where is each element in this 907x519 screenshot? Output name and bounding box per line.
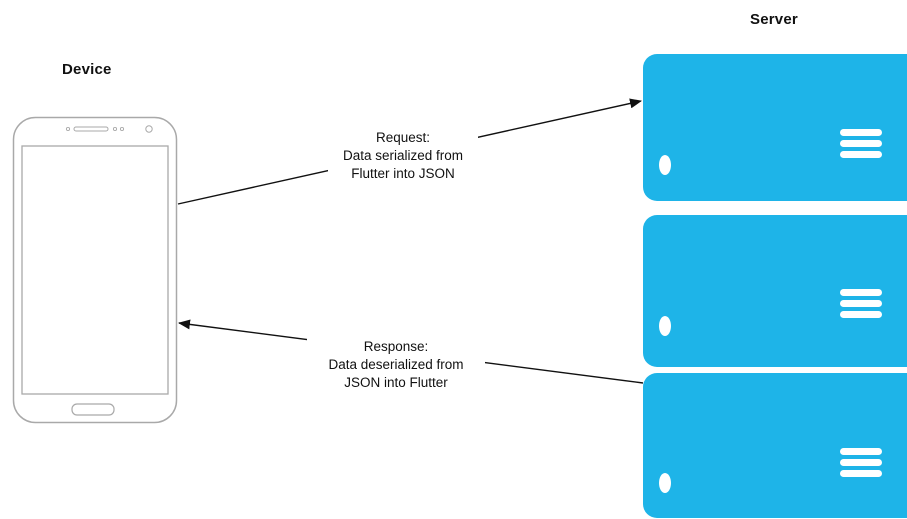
phone-sensor-dot — [112, 126, 118, 132]
server-vent-icon — [840, 289, 882, 322]
vent-slot — [840, 129, 882, 136]
response-label: Response: Data deserialized from JSON in… — [307, 338, 485, 392]
response-label-line: Data deserialized from — [328, 357, 464, 372]
server-heading: Server — [750, 11, 798, 28]
request-label: Request: Data serialized from Flutter in… — [328, 129, 478, 183]
vent-slot — [840, 300, 882, 307]
phone-screen — [21, 145, 169, 395]
phone-body — [12, 116, 178, 424]
server-rack-icon — [643, 373, 907, 518]
vent-slot — [840, 140, 882, 147]
server-rack-icon — [643, 54, 907, 201]
vent-slot — [840, 459, 882, 466]
device-heading: Device — [62, 61, 112, 78]
smartphone-icon — [12, 116, 178, 424]
vent-slot — [840, 311, 882, 318]
phone-speaker — [73, 126, 109, 132]
request-label-line: Data serialized from — [342, 148, 464, 163]
phone-front-camera — [145, 125, 153, 133]
server-rack-icon — [643, 215, 907, 367]
phone-sensor-dot — [65, 126, 71, 132]
phone-sensor-dot — [119, 126, 125, 132]
vent-slot — [840, 151, 882, 158]
server-vent-icon — [840, 129, 882, 162]
vent-slot — [840, 289, 882, 296]
vent-slot — [840, 470, 882, 477]
server-vent-icon — [840, 448, 882, 481]
vent-slot — [840, 448, 882, 455]
server-power-light — [659, 473, 671, 493]
request-label-line: Request: — [375, 130, 431, 145]
response-label-line: Response: — [363, 339, 429, 354]
request-label-line: Flutter into JSON — [351, 166, 455, 181]
response-label-line: JSON into Flutter — [344, 375, 448, 390]
server-power-light — [659, 155, 671, 175]
server-power-light — [659, 316, 671, 336]
phone-home-button — [71, 403, 115, 416]
